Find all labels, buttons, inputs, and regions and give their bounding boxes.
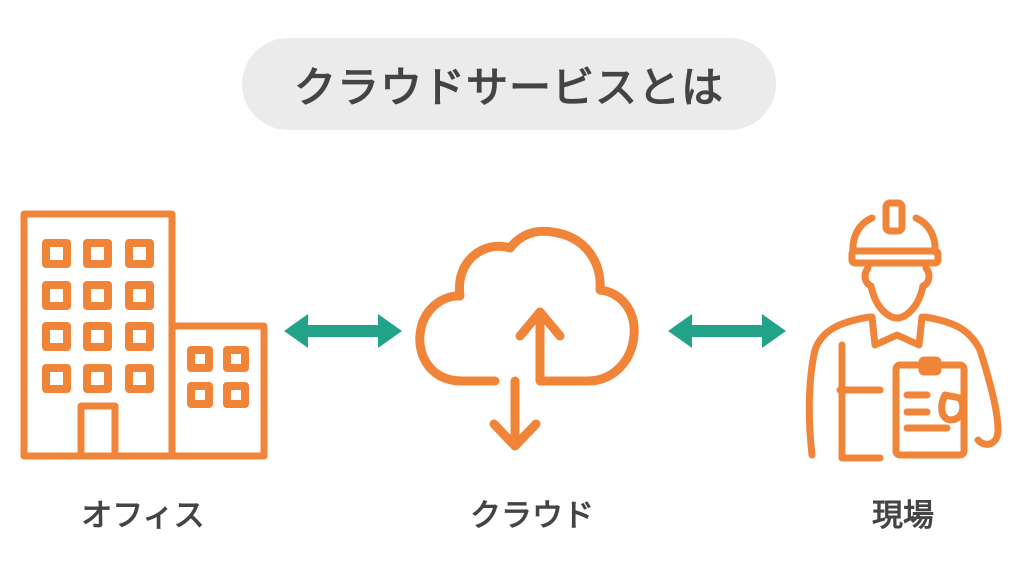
title-pill: クラウドサービスとは <box>242 38 776 130</box>
construction-worker-icon <box>805 199 1002 462</box>
label-site: 現場 <box>872 498 934 534</box>
office-building-icon <box>20 210 268 460</box>
label-office: オフィス <box>81 498 205 534</box>
cloud-sync-icon <box>415 226 639 451</box>
double-arrow-right <box>668 314 786 348</box>
double-arrow-left <box>284 314 402 348</box>
label-cloud: クラウド <box>470 498 594 534</box>
title: クラウドサービスとは <box>293 62 724 112</box>
